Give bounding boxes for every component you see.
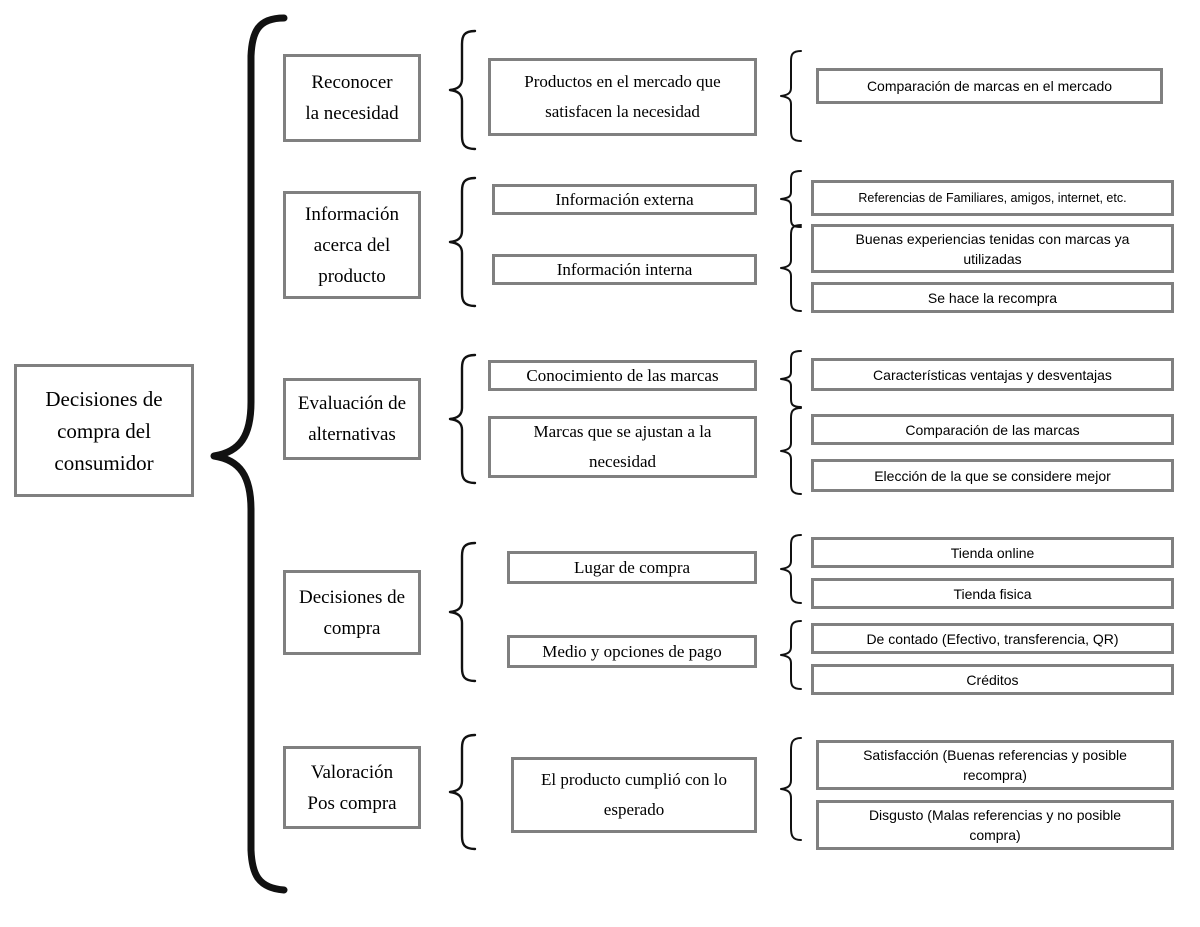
detail-node-3-2-1-label: Comparación de las marcas	[905, 421, 1080, 438]
detail-node-4-2-2-label: Créditos	[966, 671, 1019, 688]
stage-4-brace	[447, 540, 481, 684]
stage-node-5-label: Valoración Pos compra	[307, 761, 397, 814]
detail-node-1-1-1[interactable]: Comparación de marcas en el mercado	[816, 68, 1163, 104]
stage-node-4-label: Decisiones de compra	[298, 586, 406, 639]
detail-node-4-2-2[interactable]: Créditos	[811, 664, 1174, 695]
sub-node-4-2[interactable]: Medio y opciones de pago	[507, 635, 757, 668]
detail-node-5-1-2[interactable]: Disgusto (Malas referencias y no posible…	[816, 800, 1174, 850]
detail-node-3-1-1[interactable]: Características ventajas y desventajas	[811, 358, 1174, 391]
detail-node-4-2-1[interactable]: De contado (Efectivo, transferencia, QR)	[811, 623, 1174, 654]
detail-node-2-1-1-label: Referencias de Familiares, amigos, inter…	[858, 191, 1127, 205]
sub-1-1-brace	[778, 48, 806, 144]
sub-node-5-1[interactable]: El producto cumplió con lo esperado	[511, 757, 757, 833]
sub-node-2-2-label: Información interna	[556, 259, 693, 279]
detail-node-3-1-1-label: Características ventajas y desventajas	[873, 366, 1112, 383]
main-brace	[196, 12, 296, 896]
sub-2-2-brace	[778, 222, 806, 314]
root-node[interactable]: Decisiones de compra del consumidor	[14, 364, 194, 497]
sub-node-4-1-label: Lugar de compra	[573, 557, 691, 577]
sub-node-2-1-label: Información externa	[555, 189, 694, 209]
stage-node-4[interactable]: Decisiones de compra	[283, 570, 421, 655]
detail-node-2-2-2-label: Se hace la recompra	[927, 289, 1058, 306]
sub-node-3-1[interactable]: Conocimiento de las marcas	[488, 360, 757, 391]
sub-node-3-1-label: Conocimiento de las marcas	[526, 365, 719, 385]
detail-node-4-1-1-label: Tienda online	[950, 544, 1035, 561]
detail-node-4-1-2[interactable]: Tienda fisica	[811, 578, 1174, 609]
root-node-label: Decisiones de compra del consumidor	[45, 386, 163, 475]
stage-3-brace	[447, 352, 481, 486]
stage-node-5[interactable]: Valoración Pos compra	[283, 746, 421, 829]
detail-node-2-2-2[interactable]: Se hace la recompra	[811, 282, 1174, 313]
stage-node-2-label: Información acerca del producto	[305, 203, 399, 287]
detail-node-5-1-2-label: Disgusto (Malas referencias y no posible…	[868, 807, 1122, 843]
detail-node-1-1-1-label: Comparación de marcas en el mercado	[866, 78, 1113, 94]
sub-node-1-1[interactable]: Productos en el mercado que satisfacen l…	[488, 58, 757, 136]
sub-2-1-brace	[778, 168, 806, 230]
sub-3-2-brace	[778, 405, 806, 497]
detail-node-4-1-2-label: Tienda fisica	[953, 585, 1032, 602]
sub-node-2-1[interactable]: Información externa	[492, 184, 757, 215]
stage-node-1[interactable]: Reconocer la necesidad	[283, 54, 421, 142]
detail-node-3-2-2-label: Elección de la que se considere mejor	[874, 467, 1111, 484]
stage-2-brace	[447, 175, 481, 309]
sub-node-1-1-label: Productos en el mercado que satisfacen l…	[524, 72, 721, 121]
sub-node-4-1[interactable]: Lugar de compra	[507, 551, 757, 584]
stage-node-3-label: Evaluación de alternativas	[297, 393, 407, 445]
stage-1-brace	[447, 28, 481, 152]
sub-5-1-brace	[778, 735, 806, 845]
sub-node-3-2-label: Marcas que se ajustan a la necesidad	[533, 422, 712, 471]
detail-node-3-2-1[interactable]: Comparación de las marcas	[811, 414, 1174, 445]
detail-node-4-2-1-label: De contado (Efectivo, transferencia, QR)	[866, 630, 1119, 647]
detail-node-5-1-1-label: Satisfacción (Buenas referencias y posib…	[863, 747, 1127, 783]
detail-node-5-1-1[interactable]: Satisfacción (Buenas referencias y posib…	[816, 740, 1174, 790]
stage-node-1-label: Reconocer la necesidad	[305, 72, 399, 124]
detail-node-4-1-1[interactable]: Tienda online	[811, 537, 1174, 568]
stage-node-2[interactable]: Información acerca del producto	[283, 191, 421, 299]
detail-node-2-1-1[interactable]: Referencias de Familiares, amigos, inter…	[811, 180, 1174, 216]
detail-node-2-2-1-label: Buenas experiencias tenidas con marcas y…	[855, 230, 1130, 267]
sub-node-4-2-label: Medio y opciones de pago	[542, 641, 722, 661]
sub-4-2-brace	[778, 618, 806, 692]
stage-node-3[interactable]: Evaluación de alternativas	[283, 378, 421, 460]
sub-3-1-brace	[778, 348, 806, 410]
sub-node-3-2[interactable]: Marcas que se ajustan a la necesidad	[488, 416, 757, 478]
sub-node-2-2[interactable]: Información interna	[492, 254, 757, 285]
stage-5-brace	[447, 732, 481, 852]
detail-node-3-2-2[interactable]: Elección de la que se considere mejor	[811, 459, 1174, 492]
sub-node-5-1-label: El producto cumplió con lo esperado	[540, 770, 728, 819]
sub-4-1-brace	[778, 532, 806, 606]
detail-node-2-2-1[interactable]: Buenas experiencias tenidas con marcas y…	[811, 224, 1174, 273]
